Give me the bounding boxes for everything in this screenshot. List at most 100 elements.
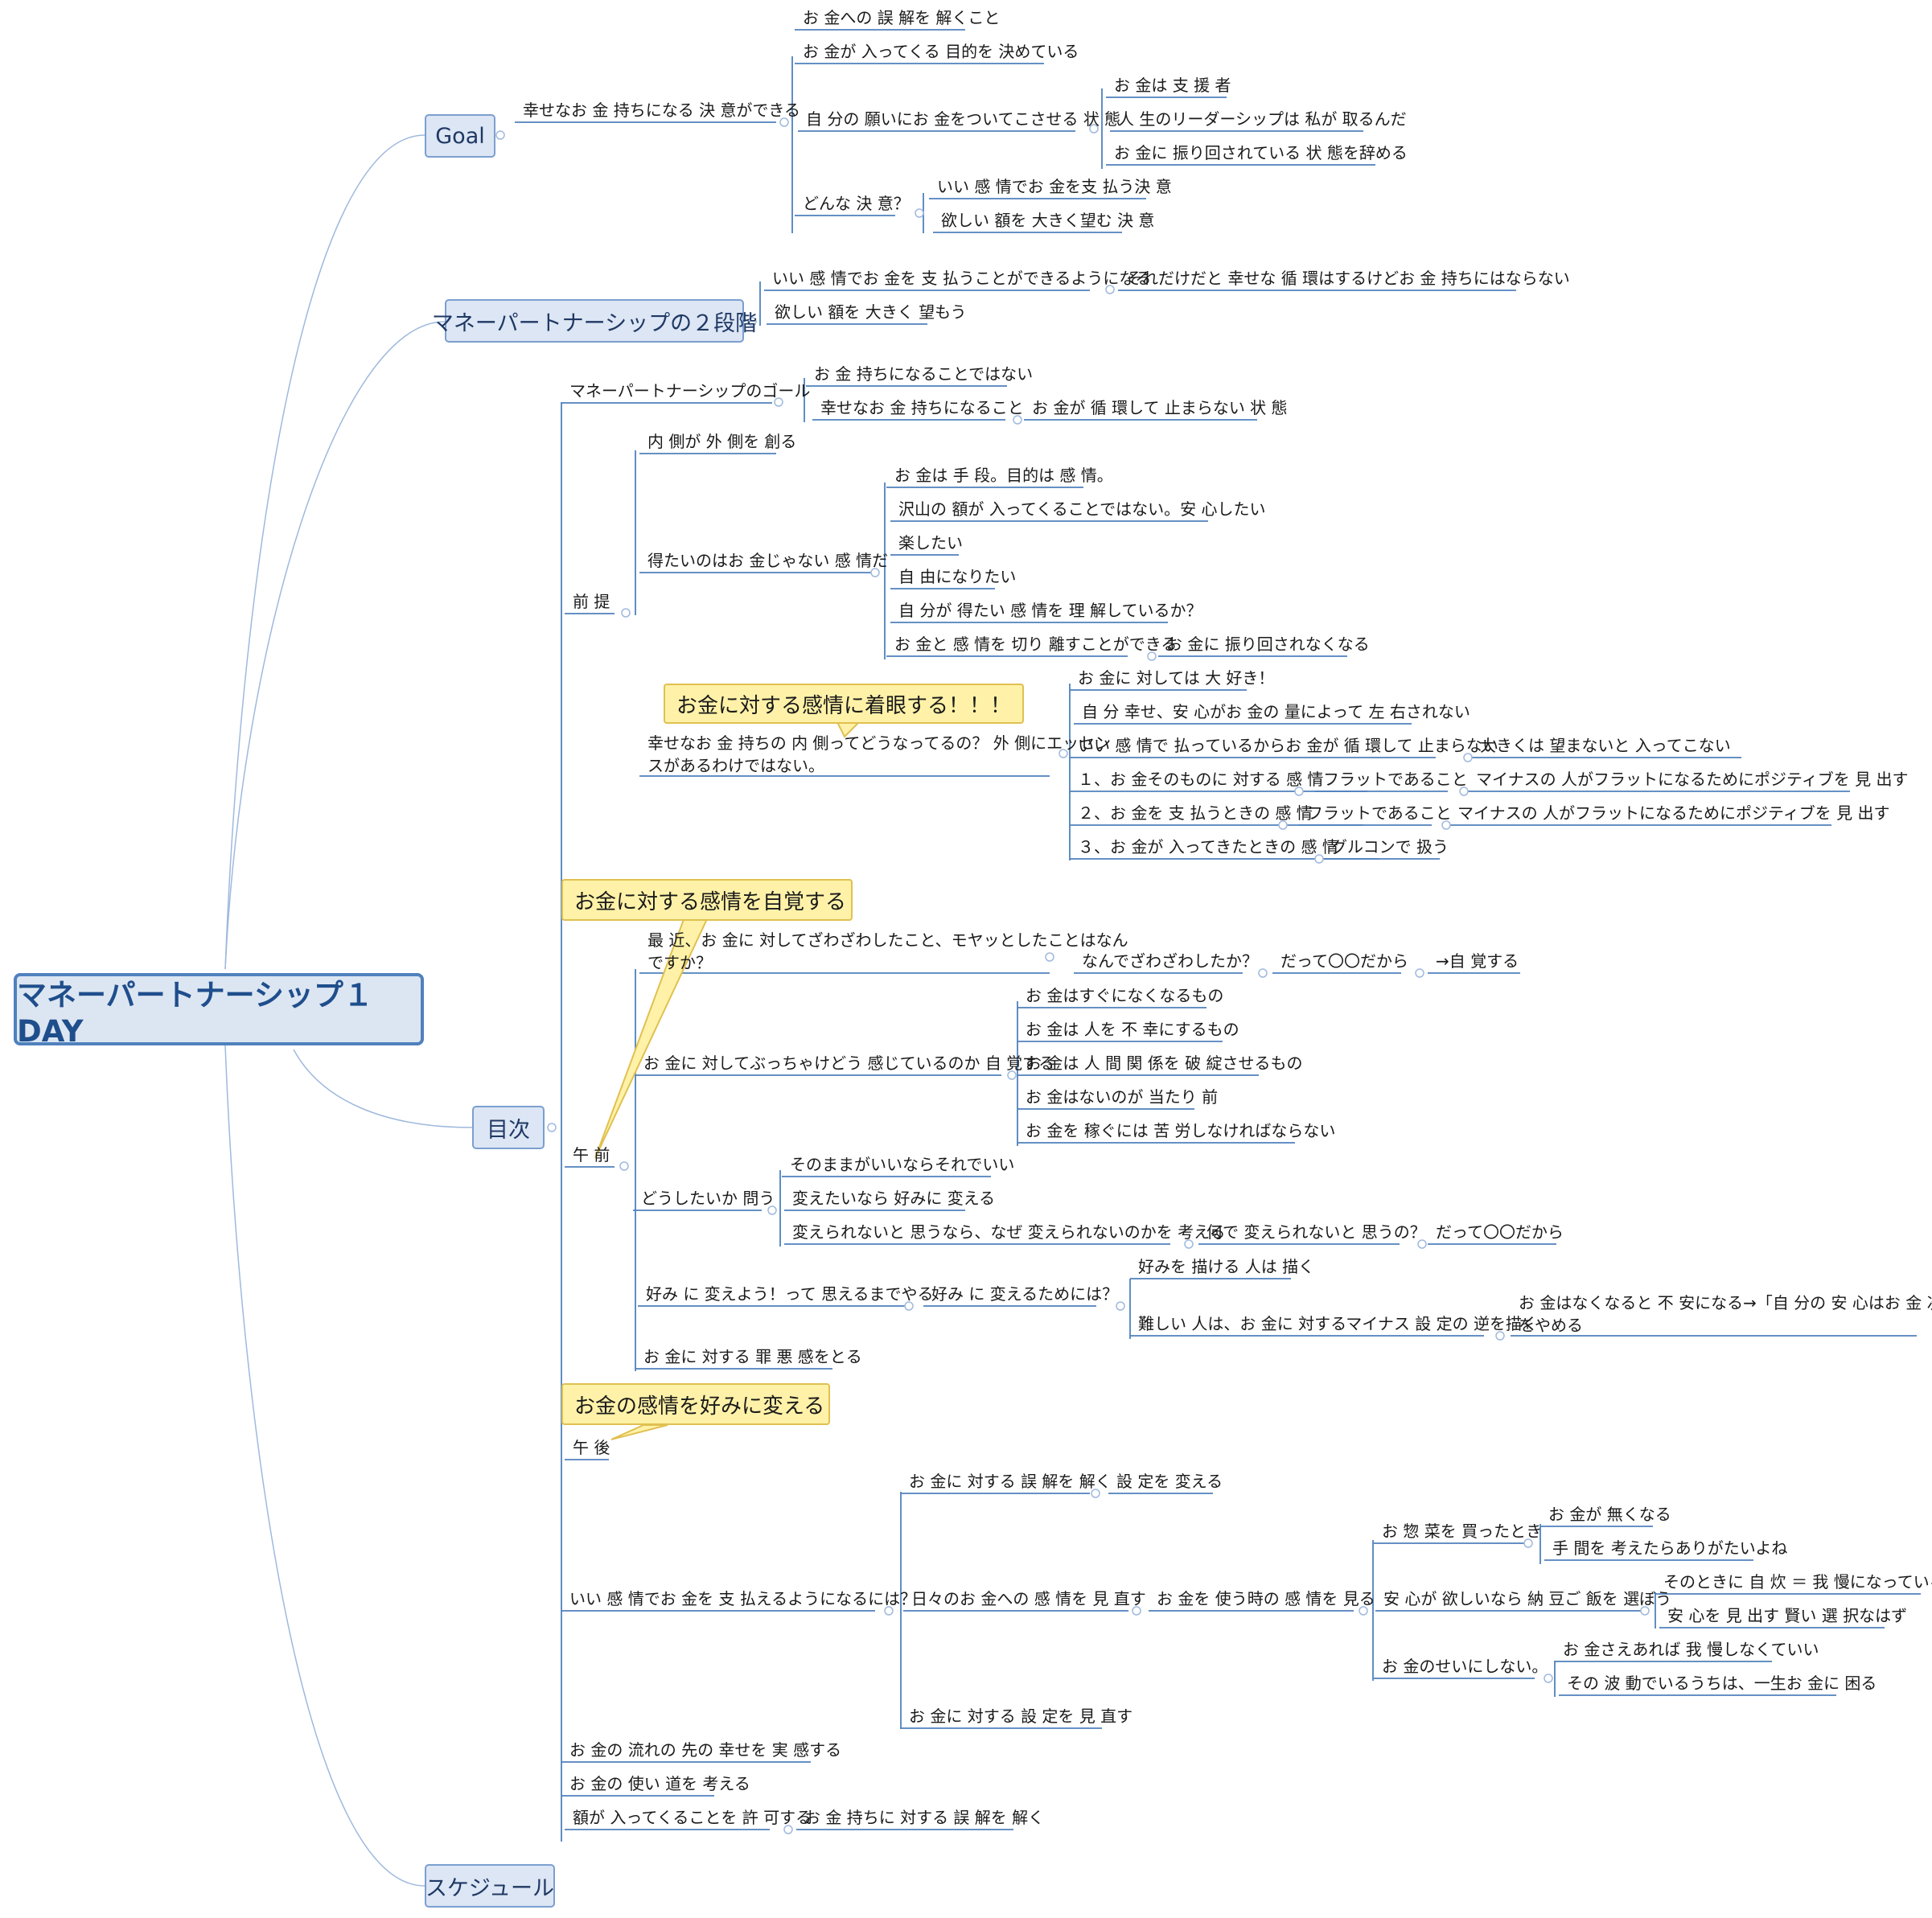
topic-toc-deli-1[interactable]: お 金が 無くなる [1548, 1505, 1671, 1524]
topic-toc-recent[interactable]: 最 近、お 金に 対してざわざわしたこと、モヤッとしたことはなんですか？ [647, 929, 1128, 974]
curve-to-stages [224, 321, 446, 970]
topic-toc-deli-2[interactable]: 手 間を 考えたらありがたいよね [1552, 1538, 1788, 1558]
collapse-dot-12 [1463, 753, 1473, 762]
topic-toc-allow[interactable]: 額が 入ってくることを 許 可する [573, 1808, 812, 1827]
topic-toc-rich-3-note[interactable]: 大きくは 望まないと 入ってこない [1480, 736, 1731, 755]
topic-toc-goodpay[interactable]: いい 感 情でお 金を 支 払えるようになるには？ [569, 1589, 917, 1608]
collapse-dot-11 [1147, 651, 1157, 661]
topic-toc-natto-2[interactable]: 安 心を 見 出す 賢い 選 択なはず [1667, 1606, 1908, 1625]
topic-toc-why[interactable]: なんでざわざわしたか？ [1082, 951, 1258, 971]
topic-toc-blame-1[interactable]: お 金さえあれば 我 慢しなくていい [1563, 1640, 1819, 1659]
topic-toc-gp-2-blame[interactable]: お 金のせいにしない。 [1382, 1657, 1548, 1676]
topic-toc-feel-6-note[interactable]: お 金に 振り回されなくなる [1166, 635, 1370, 654]
topic-toc-ask-2[interactable]: 変えたいなら 好みに 変える [792, 1189, 996, 1208]
topic-toc-rich-inside[interactable]: 幸せなお 金 持ちの 内 側ってどうなってるの？ 外 側にエッセンスがあるわけで… [647, 732, 1111, 777]
topic-toc-like-b[interactable]: 難しい 人は、お 金に 対するマイナス 設 定の 逆を描く [1138, 1314, 1538, 1333]
topic-toc-rich-6[interactable]: ３、お 金が 入ってきたときの 感 情 [1078, 837, 1338, 856]
topic-goal-state-stop[interactable]: お 金に 振り回されている 状 態を辞める [1114, 143, 1408, 162]
topic-toc-like-b-note-line1: お 金はなくなると 不 安になる→「自 分の 安 心はお 金 次 第」 [1519, 1293, 1932, 1312]
topic-toc-aware[interactable]: →自 覚する [1436, 951, 1519, 971]
topic-toc-goal-b-note[interactable]: お 金が 循 環して 止まらない 状 態 [1032, 398, 1288, 417]
topic-goal-misunderstanding[interactable]: お 金への 誤 解を 解くこと [803, 8, 1001, 27]
topic-toc-rich-1[interactable]: お 金に 対しては 大 好き！ [1078, 668, 1275, 688]
topic-toc-goal[interactable]: マネーパートナーシップのゴール [569, 381, 811, 400]
topic-goal-state[interactable]: 自 分の 願いにお 金をついてこさせる 状 態 [806, 109, 1121, 129]
topic-toc-ask-3-a[interactable]: 何で 変えられないと 思うの？ [1206, 1222, 1426, 1242]
topic-toc-feel-6[interactable]: お 金と 感 情を 切り 離すことができる [894, 635, 1178, 654]
branch-schedule[interactable]: スケジュール [425, 1864, 555, 1908]
topic-toc-gp-2-a[interactable]: お 金を 使う時の 感 情を 見る [1157, 1589, 1375, 1608]
topic-toc-gp-2[interactable]: 日々のお 金への 感 情を 見 直す [911, 1589, 1146, 1608]
topic-toc-like-how[interactable]: 好み に 変えるためには？ [931, 1284, 1119, 1304]
topic-toc-feel-3[interactable]: 楽したい [898, 533, 963, 552]
topic-toc-feel-1[interactable]: お 金は 手 段。目的は 感 情。 [894, 466, 1113, 485]
collapse-dot-1 [779, 117, 789, 127]
topic-toc-h1[interactable]: お 金はすぐになくなるもの [1026, 986, 1224, 1005]
branch-toc[interactable]: 目次 [472, 1106, 545, 1149]
topic-toc-ask[interactable]: どうしたいか 問う [641, 1189, 775, 1208]
topic-toc-blame-2[interactable]: その 波 動でいるうちは、一生お 金に 困る [1567, 1674, 1877, 1693]
topic-toc-h3[interactable]: お 金は 人 間 関 係を 破 綻させるもの [1026, 1053, 1303, 1073]
topic-toc-because[interactable]: だって〇〇だから [1280, 951, 1408, 971]
topic-toc-h2[interactable]: お 金は 人を 不 幸にするもの [1026, 1020, 1239, 1039]
topic-goal-which-want[interactable]: 欲しい 額を 大きく望む 決 意 [941, 211, 1155, 230]
topic-goal-decision[interactable]: 幸せなお 金 持ちになる 決 意ができる [523, 101, 801, 120]
collapse-dot-23 [767, 1205, 777, 1215]
topic-toc-gp-2-natto[interactable]: 安 心が 欲しいなら 納 豆ご 飯を 選ぼう [1383, 1589, 1672, 1608]
topic-goal-which[interactable]: どんな 決 意？ [803, 194, 910, 213]
topic-toc-honest[interactable]: お 金に 対してぶっちゃけどう 感じているのか 自 覚する [643, 1053, 1055, 1073]
topic-toc-gp-1-a[interactable]: 設 定を 変える [1116, 1472, 1223, 1491]
topic-toc-ask-1[interactable]: そのままがいいならそれでいい [790, 1155, 1015, 1174]
branch-goal[interactable]: Goal [425, 114, 495, 158]
topic-toc-rich-2[interactable]: 自 分 幸せ、安 心がお 金の 量によって 左 右されない [1082, 702, 1470, 721]
topic-toc-feeling[interactable]: 得たいのはお 金じゃない 感 情だ [647, 551, 889, 570]
topic-toc-feel-2[interactable]: 沢山の 額が 入ってくることではない。安 心したい [898, 499, 1266, 519]
callout-like: お金の感情を好みに変える [561, 1383, 830, 1425]
topic-stages-s1[interactable]: いい 感 情でお 金を 支 払うことができるようになる [772, 269, 1152, 288]
topic-toc-guilt[interactable]: お 金に 対する 罪 悪 感をとる [643, 1347, 862, 1366]
topic-toc-ask-3-b[interactable]: だって〇〇だから [1436, 1222, 1564, 1242]
topic-toc-inner[interactable]: 内 側が 外 側を 創る [647, 432, 797, 451]
topic-goal-purpose[interactable]: お 金が 入ってくる 目的を 決めている [803, 42, 1079, 61]
topic-toc-h5[interactable]: お 金を 稼ぐには 苦 労しなければならない [1026, 1121, 1336, 1140]
topic-toc-rich-5[interactable]: ２、お 金を 支 払うときの 感 情 [1078, 803, 1313, 823]
topic-toc-ask-3[interactable]: 変えられないと 思うなら、なぜ 変えられないのかを 考える [792, 1222, 1226, 1242]
topic-goal-which-pay[interactable]: いい 感 情でお 金を支 払う決 意 [937, 177, 1172, 196]
topic-stages-s2[interactable]: 欲しい 額を 大きく 望もう [775, 302, 967, 322]
topic-toc-rich-5-b[interactable]: マイナスの 人がフラットになるためにポジティブを 見 出す [1457, 803, 1890, 823]
branch-stages[interactable]: マネーパートナーシップの２段階 [432, 299, 757, 343]
topic-toc-premise[interactable]: 前 提 [573, 592, 610, 611]
topic-stages-s1-note[interactable]: それだけだと 幸せな 循 環はするけどお 金 持ちにはならない [1126, 269, 1570, 288]
collapse-dot-14 [1459, 787, 1469, 796]
topic-toc-feel-4[interactable]: 自 由になりたい [898, 567, 1017, 586]
topic-toc-rich-4[interactable]: １、お 金そのものに 対する 感 情 [1078, 770, 1324, 789]
topic-goal-state-supporter[interactable]: お 金は 支 援 者 [1114, 76, 1231, 95]
topic-toc-gp-2-deli[interactable]: お 惣 菜を 買ったとき [1382, 1522, 1543, 1541]
topic-toc-gp-3[interactable]: お 金に 対する 設 定を 見 直す [909, 1706, 1133, 1726]
topic-toc-rich-3[interactable]: いい 感 情で 払っているからお 金が 循 環して 止まらない [1078, 736, 1498, 755]
topic-toc-flow[interactable]: お 金の 流れの 先の 幸せを 実 感する [569, 1740, 842, 1760]
topic-toc-like-b-note[interactable]: お 金はなくなると 不 安になる→「自 分の 安 心はお 金 次 第」をやめる [1519, 1292, 1932, 1337]
topic-toc-am[interactable]: 午 前 [573, 1145, 610, 1164]
topic-toc-natto-1[interactable]: そのときに 自 炊 ＝ 我 慢になっている [1663, 1572, 1932, 1591]
collapse-dot-32 [1132, 1606, 1141, 1616]
topic-toc-like-a[interactable]: 好みを 描ける 人は 描く [1138, 1257, 1315, 1276]
topic-toc-pm[interactable]: 午 後 [573, 1438, 610, 1457]
topic-toc-rich-4-a[interactable]: フラットであること [1323, 770, 1468, 789]
collapse-dot-8 [621, 608, 631, 618]
topic-toc-use[interactable]: お 金の 使い 道を 考える [569, 1774, 750, 1793]
topic-toc-rich-5-a[interactable]: フラットであること [1307, 803, 1452, 823]
topic-toc-rich-6-a[interactable]: グルコンで 扱う [1331, 837, 1449, 856]
topic-toc-allow-a[interactable]: お 金 持ちに 対する 誤 解を 解く [804, 1808, 1045, 1827]
topic-toc-feel-5[interactable]: 自 分が 得たい 感 情を 理 解しているか？ [898, 601, 1202, 620]
topic-toc-gp-1[interactable]: お 金に 対する 誤 解を 解く [909, 1472, 1112, 1491]
root-topic[interactable]: マネーパートナーシップ１DAY [14, 973, 424, 1049]
topic-toc-goal-a[interactable]: お 金 持ちになることではない [814, 364, 1034, 384]
topic-toc-like[interactable]: 好み に 変えよう！って 思えるまでやる [646, 1284, 934, 1304]
topic-toc-h4[interactable]: お 金はないのが 当たり 前 [1026, 1087, 1219, 1107]
curve-to-schedule [224, 1045, 425, 1887]
topic-toc-rich-4-b[interactable]: マイナスの 人がフラットになるためにポジティブを 見 出す [1476, 770, 1909, 789]
collapse-dot-15 [1278, 820, 1288, 830]
topic-goal-state-leadership[interactable]: 人 生のリーダーシップは 私が 取るんだ [1118, 109, 1407, 129]
topic-toc-goal-b[interactable]: 幸せなお 金 持ちになること [820, 398, 1024, 417]
